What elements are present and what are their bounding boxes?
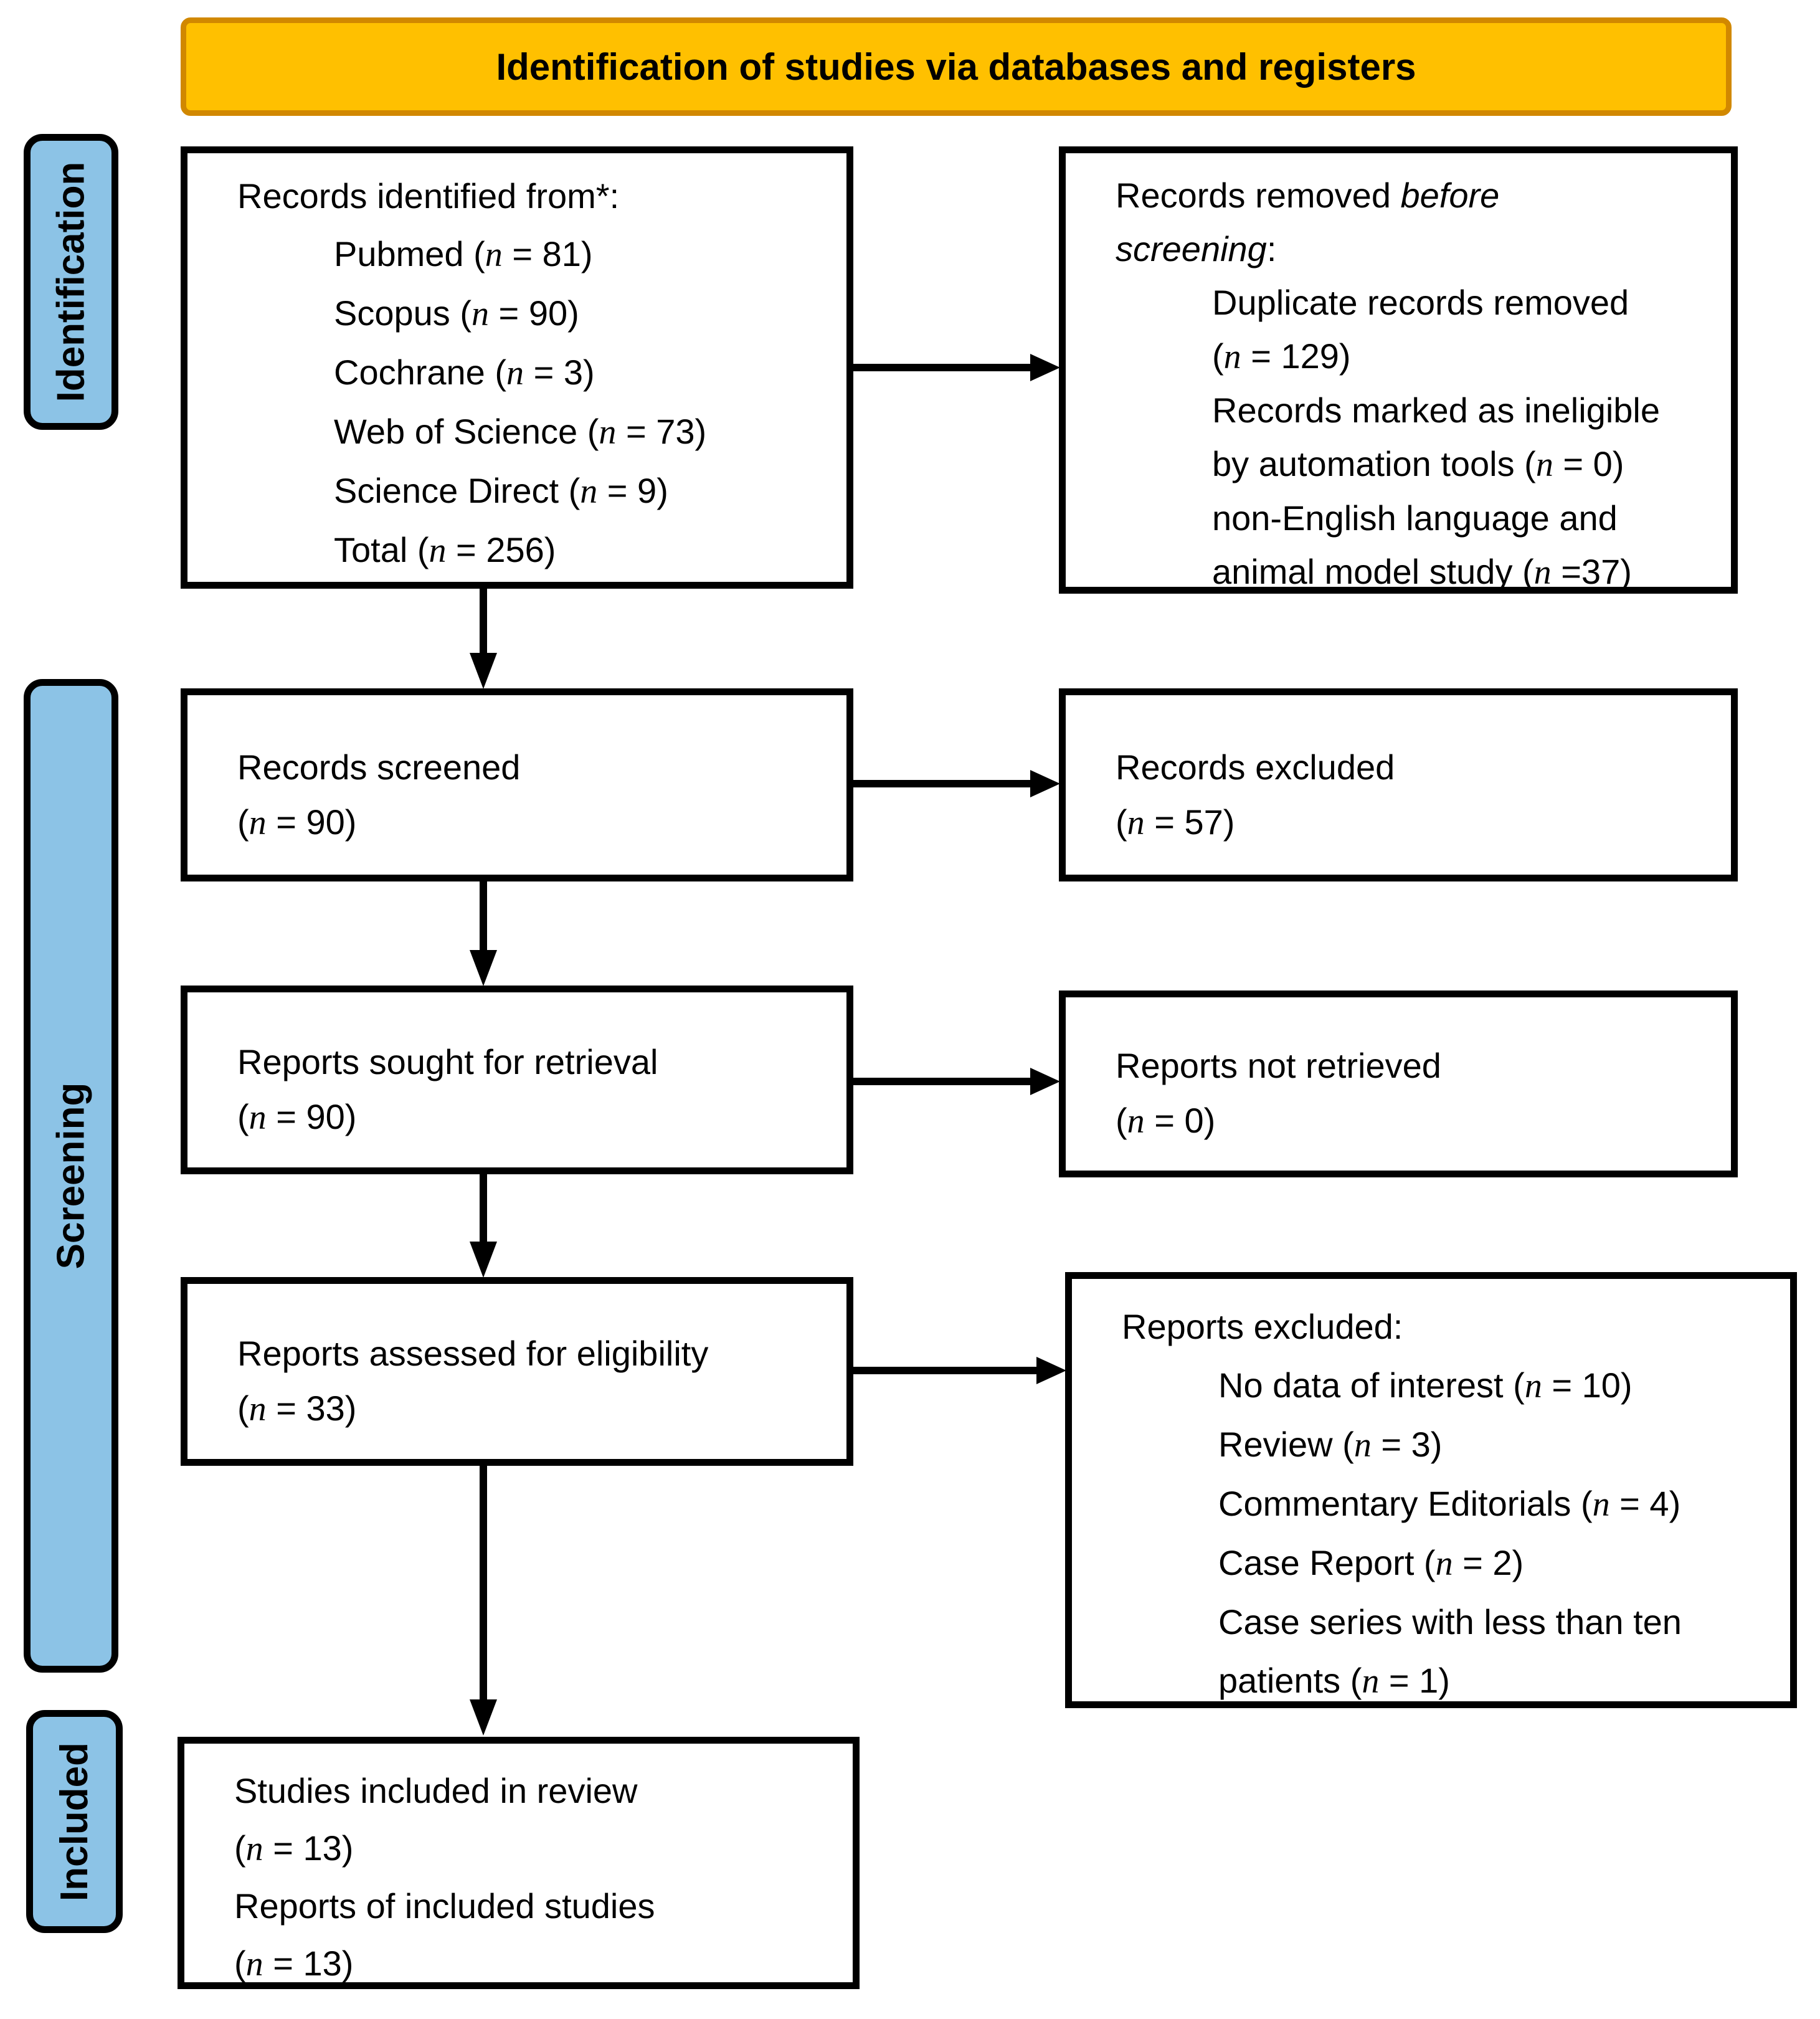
box-reports-assessed: Reports assessed for eligibility (n = 33) (181, 1277, 853, 1466)
arrowhead-sought-to-assessed (470, 1242, 497, 1278)
arrow-screened-to-excluded (853, 780, 1033, 787)
box-line: (n = 13) (234, 1828, 354, 1868)
box-line: Total (n = 256) (334, 530, 556, 570)
box-line: (n = 57) (1116, 802, 1235, 842)
box-records-screened: Records screened (n = 90) (181, 688, 853, 881)
box-records-excluded: Records excluded (n = 57) (1059, 688, 1738, 881)
stage-label-included: Included (26, 1710, 123, 1933)
box-line: Case series with less than ten (1218, 1602, 1682, 1641)
arrowhead-assessed-to-included (470, 1699, 497, 1736)
box-reports-sought: Reports sought for retrieval (n = 90) (181, 986, 853, 1174)
box-line: (n = 129) (1212, 336, 1351, 376)
box-line: Reports of included studies (234, 1886, 655, 1926)
box-line: patients (n = 1) (1218, 1661, 1450, 1701)
stage-label-identification-text: Identification (49, 161, 93, 402)
box-reports-not-retrieved: Reports not retrieved (n = 0) (1059, 990, 1738, 1177)
box-line: Records identified from*: (237, 176, 620, 216)
box-line: Reports not retrieved (1116, 1046, 1441, 1085)
box-line: Pubmed (n = 81) (334, 234, 593, 274)
arrow-identified-to-removed (853, 364, 1033, 371)
arrowhead-identified-to-screened (470, 653, 497, 689)
box-line: No data of interest (n = 10) (1218, 1366, 1633, 1405)
arrowhead-sought-to-not-retrieved (1030, 1068, 1060, 1095)
box-line: Duplicate records removed (1212, 283, 1629, 322)
box-line: Commentary Editorials (n = 4) (1218, 1484, 1681, 1524)
box-line: animal model study (n =37) (1212, 552, 1632, 592)
stage-label-identification: Identification (24, 134, 118, 430)
arrowhead-identified-to-removed (1030, 354, 1060, 381)
arrow-identified-to-screened (480, 589, 487, 654)
arrowhead-assessed-to-reports-excluded (1036, 1357, 1066, 1384)
banner-title: Identification of studies via databases … (181, 17, 1732, 116)
box-line: Reports assessed for eligibility (237, 1334, 709, 1373)
box-line: (n = 0) (1116, 1101, 1216, 1141)
box-line: Records excluded (1116, 748, 1395, 787)
box-line: Records removed before (1116, 176, 1500, 215)
box-line: Science Direct (n = 9) (334, 471, 668, 511)
box-studies-included: Studies included in review (n = 13) Report… (178, 1737, 860, 1989)
box-records-identified: Records identified from*: Pubmed (n = 81)… (181, 146, 853, 589)
box-line: Studies included in review (234, 1771, 638, 1810)
box-line: Case Report (n = 2) (1218, 1543, 1524, 1583)
box-line: Scopus (n = 90) (334, 293, 579, 333)
box-line: (n = 90) (237, 1097, 357, 1137)
box-reports-excluded: Reports excluded: No data of interest (n … (1065, 1272, 1797, 1708)
box-records-removed-before-screening: Records removed before screening: Duplicat… (1059, 146, 1738, 594)
box-line: Cochrane (n = 3) (334, 353, 595, 392)
arrow-sought-to-assessed (480, 1174, 487, 1242)
arrow-assessed-to-included (480, 1466, 487, 1699)
box-line: by automation tools (n = 0) (1212, 444, 1624, 484)
stage-label-included-text: Included (53, 1742, 96, 1901)
box-line: Review (n = 3) (1218, 1425, 1443, 1465)
box-line: non-English language and (1212, 498, 1618, 538)
arrow-sought-to-not-retrieved (853, 1078, 1033, 1085)
box-line: (n = 33) (237, 1389, 357, 1428)
box-line: Reports excluded: (1122, 1307, 1403, 1346)
box-line: Reports sought for retrieval (237, 1042, 658, 1081)
box-line: (n = 13) (234, 1944, 354, 1983)
arrowhead-screened-to-sought (470, 950, 497, 986)
stage-label-screening-text: Screening (49, 1082, 93, 1270)
arrow-screened-to-sought (480, 881, 487, 950)
box-line: (n = 90) (237, 802, 357, 842)
box-line: Records screened (237, 748, 521, 787)
arrowhead-screened-to-excluded (1030, 770, 1060, 797)
box-line: Web of Science (n = 73) (334, 412, 707, 452)
arrow-assessed-to-reports-excluded (853, 1367, 1039, 1374)
box-line: Records marked as ineligible (1212, 391, 1661, 430)
stage-label-screening: Screening (24, 679, 118, 1673)
box-line: screening: (1116, 229, 1277, 268)
